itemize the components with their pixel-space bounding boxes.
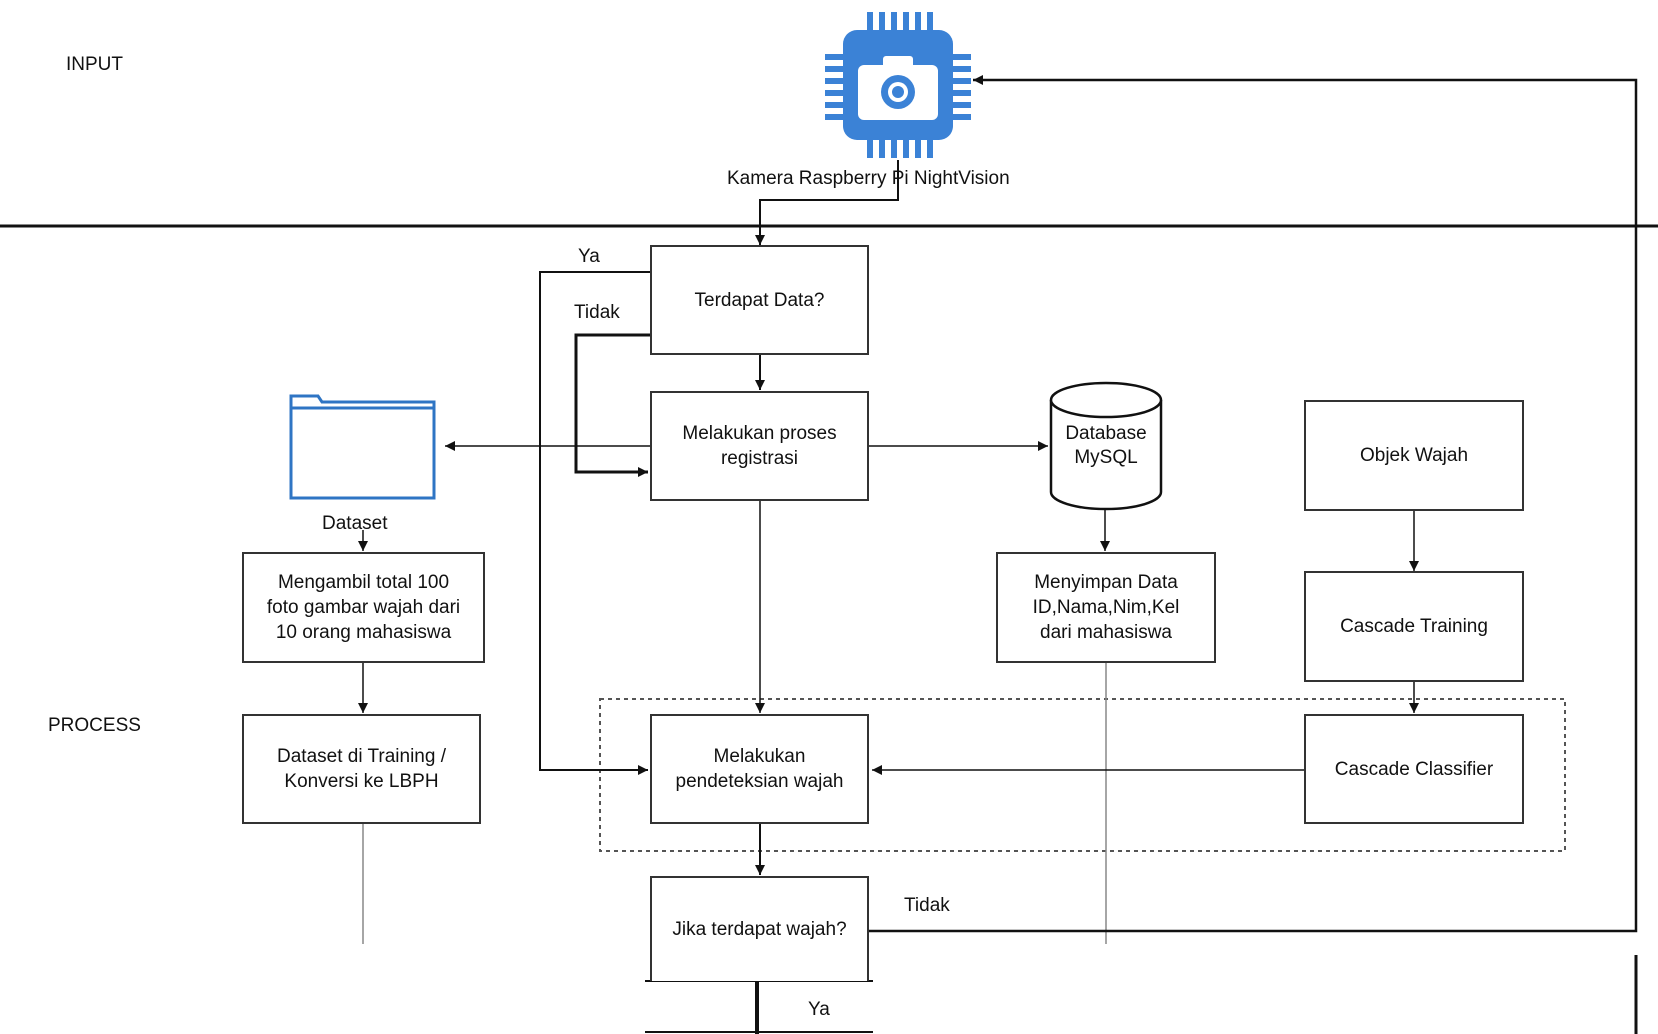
process-cascade-training-text: Cascade Training [1340, 616, 1488, 637]
folder-label: Dataset [322, 513, 388, 534]
process-ambil-gambar: Mengambil total 100 foto gambar wajah da… [242, 552, 485, 663]
process-simpan-data-text: Menyimpan Data ID,Nama,Nim,Kel dari maha… [1032, 572, 1180, 643]
process-simpan-data: Menyimpan Data ID,Nama,Nim,Kel dari maha… [996, 552, 1216, 663]
edge-tidak-to-registrasi [574, 333, 650, 477]
edge-label-tidak-top: Tidak [574, 302, 620, 323]
decision-terdapat-wajah-text: Jika terdapat wajah? [672, 919, 847, 940]
camera-chip-icon [825, 12, 971, 158]
detection-group-outline [599, 698, 1566, 852]
camera-label: Kamera Raspberry Pi NightVision [727, 168, 1010, 189]
folder-icon [289, 394, 436, 500]
edge-ya-to-deteksi [539, 271, 650, 775]
process-dataset-training: Dataset di Training / Konversi ke LBPH [242, 714, 481, 824]
node-objek-wajah-text: Objek Wajah [1359, 445, 1469, 466]
lane-label-process: PROCESS [48, 715, 141, 736]
edge-label-ya-top: Ya [578, 246, 600, 267]
edge-camera-to-decision [755, 160, 899, 245]
decision-terdapat-wajah: Jika terdapat wajah? [650, 876, 869, 981]
lane-label-input: INPUT [66, 54, 123, 75]
edge-label-tidak-right: Tidak [904, 895, 950, 916]
process-registrasi: Melakukan proses registrasi [650, 391, 869, 501]
decision-terdapat-data-text: Terdapat Data? [694, 289, 825, 311]
edge-tidak-to-camera [869, 75, 1638, 933]
database-cylinder-icon [1049, 381, 1163, 511]
process-registrasi-text: Melakukan proses registrasi [682, 423, 837, 469]
decision-terdapat-data: Terdapat Data? [650, 245, 869, 355]
process-dataset-training-text: Dataset di Training / Konversi ke LBPH [277, 746, 446, 792]
process-deteksi-wajah: Melakukan pendeteksian wajah [650, 714, 869, 824]
process-ambil-gambar-text: Mengambil total 100 foto gambar wajah da… [266, 572, 461, 643]
edge-label-ya-bottom: Ya [808, 999, 830, 1020]
database-label: Database MySQL [1065, 423, 1147, 468]
process-cascade-classifier: Cascade Classifier [1304, 714, 1524, 824]
process-cascade-training: Cascade Training [1304, 571, 1524, 682]
process-cascade-classifier-text: Cascade Classifier [1334, 758, 1494, 780]
process-deteksi-wajah-text: Melakukan pendeteksian wajah [675, 746, 844, 792]
node-objek-wajah: Objek Wajah [1304, 400, 1524, 511]
